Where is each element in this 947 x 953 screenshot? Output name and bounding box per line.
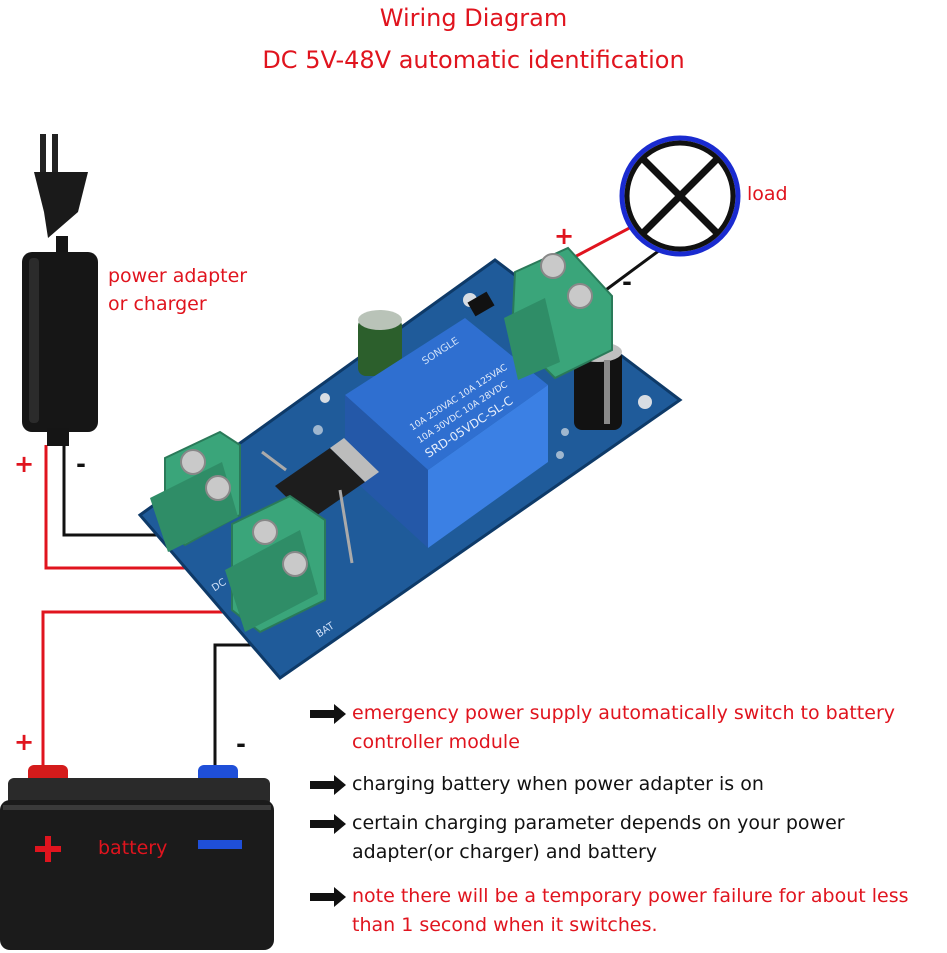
- battery-positive-wire: [41, 610, 245, 765]
- adapter-minus-sign: -: [76, 450, 86, 478]
- load-positive-wire: [564, 222, 638, 264]
- power-adapter: [22, 134, 98, 446]
- load-minus-sign: -: [622, 268, 632, 296]
- load-plus-sign: +: [554, 222, 575, 250]
- load-label: load: [747, 183, 788, 205]
- diagram-title: Wiring Diagram: [379, 4, 568, 32]
- note-arrows: [310, 704, 346, 907]
- battery-label: battery: [98, 837, 168, 859]
- note-emergency: emergency power supply automatically swi…: [310, 699, 912, 757]
- wires: [41, 222, 669, 765]
- note-emergency-text: emergency power supply automatically swi…: [352, 702, 896, 753]
- load-lamp: [619, 135, 741, 257]
- battery: [0, 765, 274, 950]
- relay-module-board: [137, 246, 683, 681]
- battery-minus-sign: -: [236, 730, 246, 758]
- note-power-failure: note there will be a temporary power fai…: [310, 882, 947, 940]
- adapter-positive-wire: [44, 445, 208, 570]
- battery-plus-sign: +: [14, 728, 35, 756]
- adapter-plus-sign: +: [14, 450, 35, 478]
- diagram-subtitle: DC 5V-48V automatic identification: [262, 46, 685, 74]
- note-power-failure-text: note there will be a temporary power fai…: [352, 885, 909, 936]
- load-negative-wire: [594, 242, 669, 300]
- note-parameter-text: certain charging parameter depends on yo…: [352, 812, 845, 863]
- note-charging: charging battery when power adapter is o…: [310, 770, 932, 799]
- battery-negative-wire: [213, 643, 265, 765]
- note-parameter: certain charging parameter depends on yo…: [310, 809, 892, 867]
- note-charging-text: charging battery when power adapter is o…: [352, 773, 764, 795]
- adapter-label: power adapter or charger: [108, 265, 248, 315]
